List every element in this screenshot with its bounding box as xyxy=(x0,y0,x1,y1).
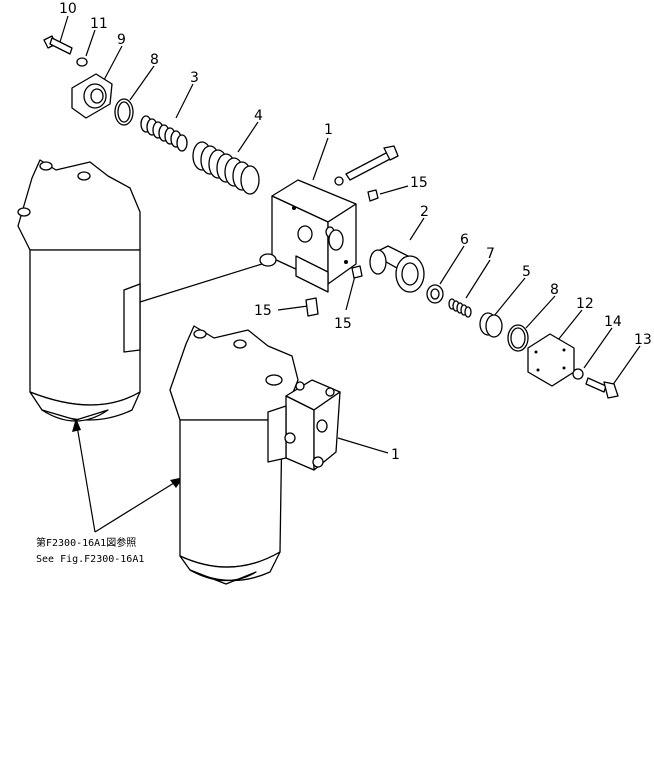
callout-1-exploded: 1 xyxy=(324,122,333,138)
callout-3: 3 xyxy=(190,70,199,86)
washer-14 xyxy=(572,368,584,380)
callout-2: 2 xyxy=(420,204,429,220)
washer-6 xyxy=(426,284,444,304)
filter-housing-left xyxy=(17,159,141,422)
bolt-top-right xyxy=(334,145,399,186)
reference-note: 第F2300-16A1図参照 See Fig.F2300-16A1 xyxy=(36,536,144,565)
bolt-10 xyxy=(43,35,73,55)
callout-12: 12 xyxy=(576,296,594,312)
spring-7 xyxy=(448,298,472,318)
callout-4: 4 xyxy=(254,108,263,124)
bolt-13 xyxy=(585,377,619,399)
callout-1-assembled: 1 xyxy=(391,447,400,463)
plug-15-lower-left xyxy=(305,297,319,317)
callout-labels: 10 11 9 8 3 4 1 15 2 6 7 5 8 12 14 13 15… xyxy=(59,1,652,463)
callout-9: 9 xyxy=(117,32,126,48)
reference-note-japanese: 第F2300-16A1図参照 xyxy=(36,536,136,549)
callout-6: 6 xyxy=(460,232,469,248)
spring-4 xyxy=(192,141,260,195)
gasket-ring-left xyxy=(259,253,277,267)
callout-7: 7 xyxy=(486,246,495,262)
callout-14: 14 xyxy=(604,314,622,330)
valve-body-1-exploded xyxy=(271,179,357,293)
sleeve-2 xyxy=(369,245,425,293)
o-ring-8-upper xyxy=(114,98,134,126)
filter-housing-right xyxy=(169,325,341,585)
plug-15-upper xyxy=(367,189,379,202)
callout-11: 11 xyxy=(90,16,108,32)
leader-lines xyxy=(59,15,641,533)
callout-13: 13 xyxy=(634,332,652,348)
callout-15-lower-left: 15 xyxy=(254,303,272,319)
callout-8-upper: 8 xyxy=(150,52,159,68)
piston-5 xyxy=(479,312,503,338)
callout-10: 10 xyxy=(59,1,77,17)
callout-15-lower-right: 15 xyxy=(334,316,352,332)
flange-9 xyxy=(71,73,113,119)
callout-15-upper: 15 xyxy=(410,175,428,191)
callout-8-lower: 8 xyxy=(550,282,559,298)
callout-5: 5 xyxy=(522,264,531,280)
washer-11 xyxy=(76,57,88,67)
cover-plate-12 xyxy=(527,333,575,387)
spring-3 xyxy=(140,115,188,152)
plug-15-lower-right xyxy=(351,265,363,279)
reference-note-english: See Fig.F2300-16A1 xyxy=(36,554,144,565)
o-ring-8-lower xyxy=(507,324,529,352)
